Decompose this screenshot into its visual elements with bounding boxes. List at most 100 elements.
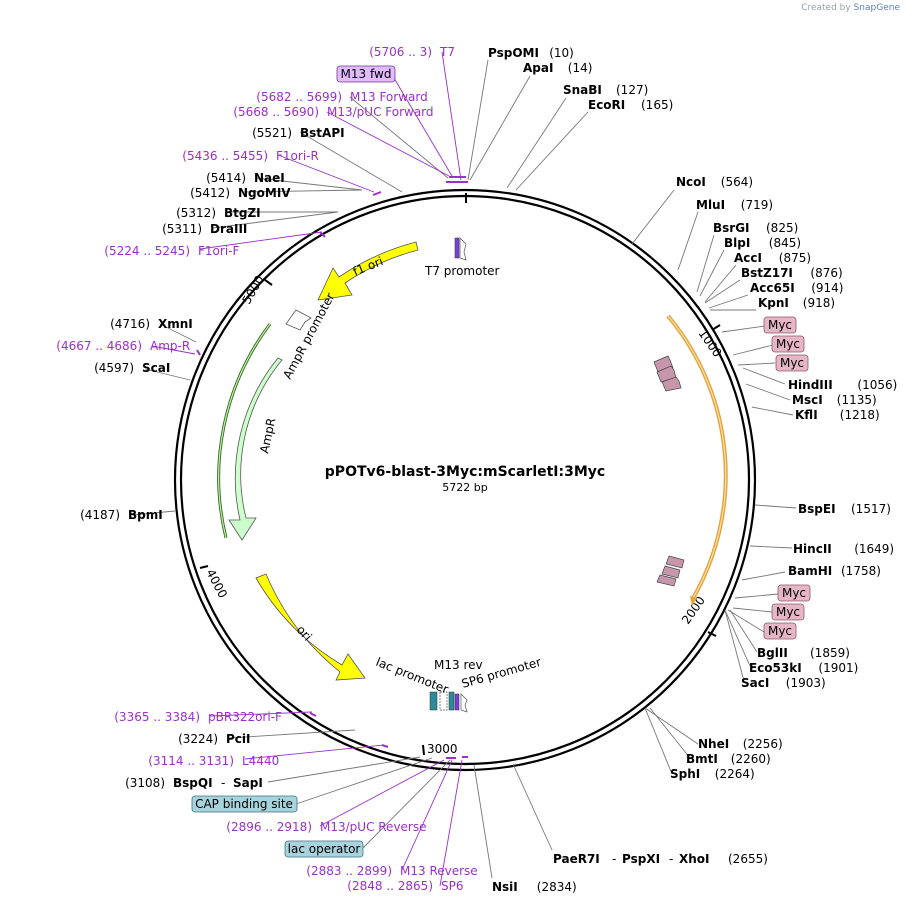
label-bamhi-name: BamHI	[788, 564, 832, 578]
plasmid-length: 5722 bp	[442, 481, 487, 494]
mscarlet-arrowhead	[690, 596, 697, 606]
label-msci-name: MscI	[792, 393, 823, 407]
label-kfli-name: KflI	[795, 408, 818, 422]
lac-operator-label: lac operator	[288, 842, 361, 856]
label-sphi-range: (2264)	[715, 767, 755, 781]
tick-3000: 3000	[427, 742, 458, 756]
label-nsii-range: (2834)	[537, 880, 577, 894]
label-bspei-name: BspEI	[798, 502, 836, 516]
t7-promoter-label: T7 promoter	[424, 264, 500, 278]
ampr-promoter-arrow[interactable]	[285, 309, 312, 331]
primer-marks	[196, 176, 468, 759]
label-bmti-range: (2260)	[731, 752, 771, 766]
f1-ori-arrow[interactable]	[317, 241, 419, 301]
label-draiii-name: DraIII	[210, 222, 247, 236]
t7-promoter-arrow[interactable]	[459, 237, 467, 261]
label-hindiii-range: (1056)	[857, 378, 897, 392]
myc-label-5: Myc	[776, 605, 800, 619]
label-bstz17i-range: (876)	[810, 266, 842, 280]
label-ampr_p-range: (4667 .. 4686)	[56, 339, 142, 353]
label-snabi-name: SnaBI	[563, 83, 602, 97]
myc-arrows-bottom[interactable]	[656, 555, 685, 587]
label-bspqi-sep: -	[221, 776, 225, 790]
ampr-arrow[interactable]	[228, 357, 283, 541]
label-pspomi-name: PspOMI	[488, 46, 539, 60]
label-acc65i-range: (914)	[811, 281, 843, 295]
label-t7-range: (5706 .. 3)	[369, 45, 432, 59]
myc-label-2: Myc	[776, 337, 800, 351]
snapgene-brand: SnapGene	[853, 3, 900, 13]
ampr-promoter-label: AmpR promoter	[280, 291, 337, 382]
label-bmti-name: BmtI	[686, 752, 718, 766]
site-labels: T7(5706 .. 3)M13 Forward(5682 .. 5699)M1…	[56, 45, 897, 894]
myc-arrows-top[interactable]	[653, 355, 682, 392]
label-paer7i-range: (2655)	[728, 852, 768, 866]
label-bstapi-name: BstAPI	[300, 126, 345, 140]
label-t7-name: T7	[439, 45, 455, 59]
ampr-orf-highlight	[218, 323, 271, 539]
t7-primer-box[interactable]	[454, 237, 460, 259]
sp6-promoter-arrow[interactable]	[460, 693, 468, 713]
label-bstz17i-name: BstZ17I	[741, 266, 793, 280]
tick-4000: 4000	[203, 567, 230, 601]
label-mlui-name: MluI	[696, 198, 725, 212]
label-bspqi-name2: SapI	[233, 776, 263, 790]
label-m13f2-name: M13 Forward	[350, 90, 428, 104]
label-saci-name: SacI	[741, 676, 769, 690]
cap-binding-box[interactable]	[191, 795, 298, 813]
f1-ori-label: f1 ori	[351, 254, 385, 279]
label-naei-range: (5414)	[206, 171, 246, 185]
label-blpi-name: BlpI	[724, 236, 750, 250]
cap-site-box[interactable]	[448, 691, 455, 711]
label-msci-range: (1135)	[837, 393, 877, 407]
lac-operator-box[interactable]	[429, 691, 438, 711]
label-pcii-range: (3224)	[178, 732, 218, 746]
label-paer7i-sep2: -	[669, 852, 673, 866]
myc-box-1[interactable]	[763, 316, 797, 334]
myc-box-4[interactable]	[777, 584, 811, 602]
label-eco53ki-range: (1901)	[818, 661, 858, 675]
label-paer7i-name3: XhoI	[679, 852, 710, 866]
myc-label-3: Myc	[780, 356, 804, 370]
label-ngomiv-range: (5412)	[190, 186, 230, 200]
label-snabi-range: (127)	[616, 83, 648, 97]
label-apai-name: ApaI	[523, 61, 553, 75]
label-ecori-range: (165)	[641, 98, 673, 112]
cap-binding-label: CAP binding site	[195, 797, 293, 811]
label-acc65i-name: Acc65I	[750, 281, 795, 295]
label-paer7i-name: PaeR7I	[553, 852, 600, 866]
label-bstapi-range: (5521)	[252, 126, 292, 140]
label-l4440-name: L4440	[242, 754, 279, 768]
m13-fwd-box[interactable]	[336, 65, 396, 83]
lac-operator-label-box[interactable]	[284, 840, 364, 858]
ori-arrow[interactable]	[255, 573, 366, 681]
label-bpmi-range: (4187)	[80, 508, 120, 522]
ampr-label: AmpR	[257, 417, 278, 455]
label-pcii-name: PciI	[226, 732, 251, 746]
label-m13puc-range: (5668 .. 5690)	[233, 105, 319, 119]
label-ncoi-range: (564)	[721, 175, 753, 189]
label-paer7i-sep1: -	[612, 852, 616, 866]
myc-box-2[interactable]	[771, 335, 805, 353]
label-pbr-range: (3365 .. 3384)	[114, 710, 200, 724]
myc-box-6[interactable]	[763, 622, 797, 640]
label-kfli-range: (1218)	[840, 408, 880, 422]
plasmid-name: pPOTv6-blast-3Myc:mScarletI:3Myc	[325, 464, 605, 480]
label-l4440-range: (3114 .. 3131)	[148, 754, 234, 768]
m13-rev-box[interactable]	[454, 693, 460, 711]
myc-box-3[interactable]	[775, 354, 809, 372]
label-bspqi-name: BspQI	[173, 776, 213, 790]
myc-box-5[interactable]	[771, 603, 805, 621]
label-f1orif-range: (5224 .. 5245)	[104, 244, 190, 258]
label-scai-name: ScaI	[142, 361, 170, 375]
label-btgzi-range: (5312)	[176, 206, 216, 220]
lac-promoter-box[interactable]	[439, 691, 448, 711]
tick-5000: 5000	[239, 273, 266, 306]
myc-label-4: Myc	[782, 586, 806, 600]
label-sp6-name: SP6	[441, 879, 464, 893]
label-hindiii-name: HindIII	[788, 378, 833, 392]
label-m13pucrev-range: (2896 .. 2918)	[226, 820, 312, 834]
label-acci-range: (875)	[779, 251, 811, 265]
label-bspqi-range: (3108)	[125, 776, 165, 790]
label-sphi-name: SphI	[670, 767, 700, 781]
